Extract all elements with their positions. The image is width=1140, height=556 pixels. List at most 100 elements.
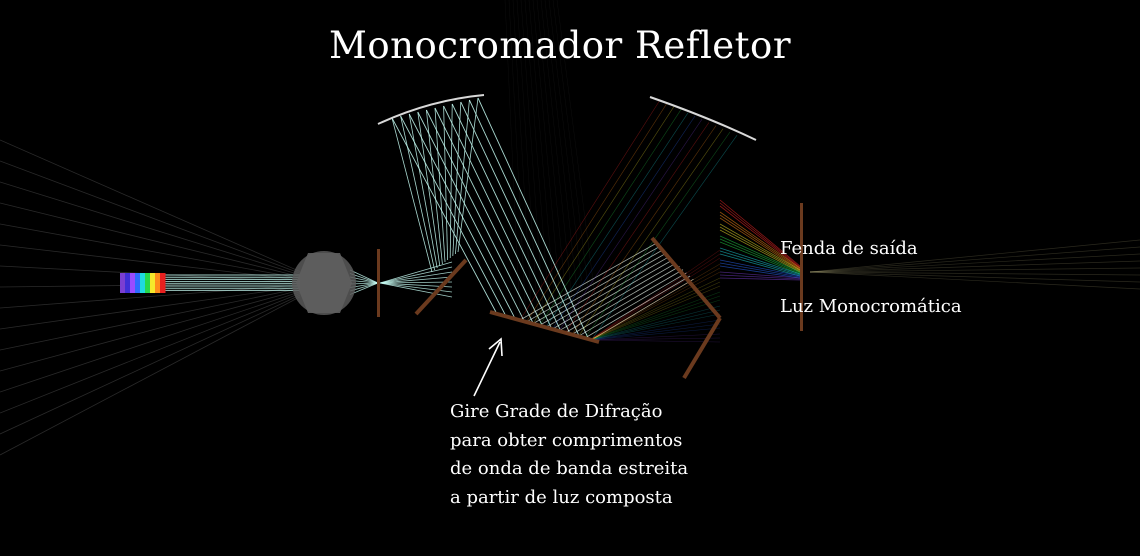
haze-ray bbox=[532, 0, 563, 321]
collimated-ray bbox=[460, 101, 572, 335]
focused-spectrum-ray bbox=[719, 226, 801, 272]
diffracted-ray bbox=[519, 243, 656, 321]
exit-slit-label: Fenda de saída bbox=[780, 238, 918, 259]
diffracted-ray bbox=[565, 266, 680, 333]
haze-ray bbox=[540, 0, 575, 321]
exit-ray bbox=[809, 246, 1140, 273]
diffracted-ray bbox=[571, 269, 684, 335]
collimated-ray bbox=[452, 101, 462, 257]
grating-instruction-line: de onda de banda estreita bbox=[450, 458, 689, 479]
focused-spectrum-ray bbox=[719, 202, 801, 268]
focused-spectrum-ray bbox=[589, 313, 721, 341]
light-source-spectrum[interactable] bbox=[120, 273, 166, 293]
focused-spectrum-ray bbox=[719, 247, 801, 275]
focused-spectrum-ray bbox=[719, 211, 801, 269]
focused-spectrum-ray bbox=[719, 250, 801, 276]
rotate-arrow bbox=[473, 337, 503, 397]
collimated-ray bbox=[417, 111, 526, 323]
spectrum-band bbox=[125, 273, 131, 293]
focused-spectrum-ray bbox=[589, 305, 721, 341]
diffracted-ray bbox=[526, 103, 668, 322]
collimated-ray bbox=[449, 103, 453, 259]
spectrum-band bbox=[135, 273, 141, 293]
dispersed-spectrum-rays bbox=[519, 99, 801, 343]
entrance-slit bbox=[377, 249, 380, 317]
grating-instruction: Gire Grade de Difração para obter compri… bbox=[450, 398, 688, 512]
exit-ray bbox=[809, 239, 1140, 273]
output-fold-mirror bbox=[650, 236, 722, 320]
diverging-ray bbox=[379, 281, 453, 284]
collimating-mirror bbox=[377, 94, 485, 125]
collimated-ray bbox=[408, 113, 438, 269]
focused-spectrum-ray bbox=[719, 238, 801, 274]
collimated-ray bbox=[451, 103, 562, 333]
haze-ray bbox=[516, 0, 539, 321]
focused-spectrum-ray bbox=[719, 277, 801, 281]
focused-spectrum-ray bbox=[719, 235, 801, 273]
diffracted-ray bbox=[526, 246, 659, 323]
focused-spectrum-ray bbox=[719, 223, 801, 271]
ambient-ray bbox=[0, 286, 301, 330]
diffraction-grating[interactable] bbox=[489, 310, 600, 344]
page-title: Monocromador Refletor bbox=[328, 24, 791, 67]
ambient-ray bbox=[0, 294, 301, 435]
spectrum-band bbox=[155, 273, 161, 293]
collimated-ray bbox=[391, 117, 433, 273]
ambient-ray bbox=[0, 293, 301, 414]
diffracted-ray bbox=[578, 272, 687, 337]
focused-spectrum-ray bbox=[589, 319, 721, 341]
exit-ray bbox=[809, 253, 1140, 273]
exit-slit bbox=[800, 203, 803, 331]
diffracted-ray bbox=[519, 99, 661, 321]
diffracted-ray bbox=[539, 253, 666, 326]
focused-ray bbox=[349, 282, 379, 295]
diffracted-ray bbox=[552, 259, 673, 330]
spectrum-band bbox=[140, 273, 146, 293]
ambient-ray bbox=[0, 287, 301, 351]
monochromatic-light-label: Luz Monocromática bbox=[780, 296, 962, 317]
spectrum-band bbox=[120, 273, 126, 293]
focused-spectrum-ray bbox=[589, 295, 721, 341]
collimated-ray bbox=[400, 115, 435, 271]
diffracted-ray bbox=[558, 119, 703, 331]
diffracted-ray bbox=[532, 250, 663, 324]
focused-spectrum-ray bbox=[589, 339, 721, 343]
grating-instruction-line: Gire Grade de Difração bbox=[450, 401, 663, 422]
collimated-ray bbox=[477, 97, 590, 341]
focused-spectrum-ray bbox=[719, 271, 801, 279]
focused-spectrum-ray bbox=[589, 257, 721, 341]
focused-spectrum-ray bbox=[719, 217, 801, 271]
ambient-ray bbox=[0, 289, 301, 372]
collimated-ray bbox=[443, 105, 448, 261]
collimated-ray bbox=[443, 105, 553, 330]
collimated-ray bbox=[400, 115, 507, 317]
exit-ray bbox=[809, 271, 1140, 283]
diverging-ray bbox=[379, 282, 453, 298]
haze-ray bbox=[536, 0, 569, 321]
collimated-ray bbox=[468, 99, 581, 338]
haze-ray bbox=[508, 0, 527, 321]
diffracted-ray bbox=[571, 125, 717, 335]
focused-spectrum-ray bbox=[589, 323, 721, 341]
ambient-ray bbox=[0, 223, 301, 279]
ambient-ray bbox=[0, 160, 301, 274]
lens-body bbox=[296, 253, 352, 313]
focused-spectrum-ray bbox=[589, 337, 721, 341]
collimated-ray bbox=[434, 107, 446, 263]
focused-spectrum-ray bbox=[719, 205, 801, 269]
ambient-ray bbox=[0, 202, 301, 277]
focused-spectrum-ray bbox=[589, 277, 721, 341]
ambient-ray bbox=[0, 284, 301, 309]
haze-ray bbox=[556, 0, 599, 321]
collimated-ray bbox=[391, 117, 498, 315]
focused-spectrum-ray bbox=[719, 265, 801, 279]
diffracted-ray bbox=[584, 131, 731, 339]
collimated-ray bbox=[417, 111, 441, 267]
diffracted-ray bbox=[545, 256, 670, 328]
grating-instruction-line: para obter comprimentos bbox=[450, 429, 683, 451]
haze-ray bbox=[544, 0, 581, 321]
diffracted-ray bbox=[578, 128, 724, 337]
haze-ray bbox=[504, 0, 521, 321]
ambient-ray bbox=[0, 181, 301, 276]
